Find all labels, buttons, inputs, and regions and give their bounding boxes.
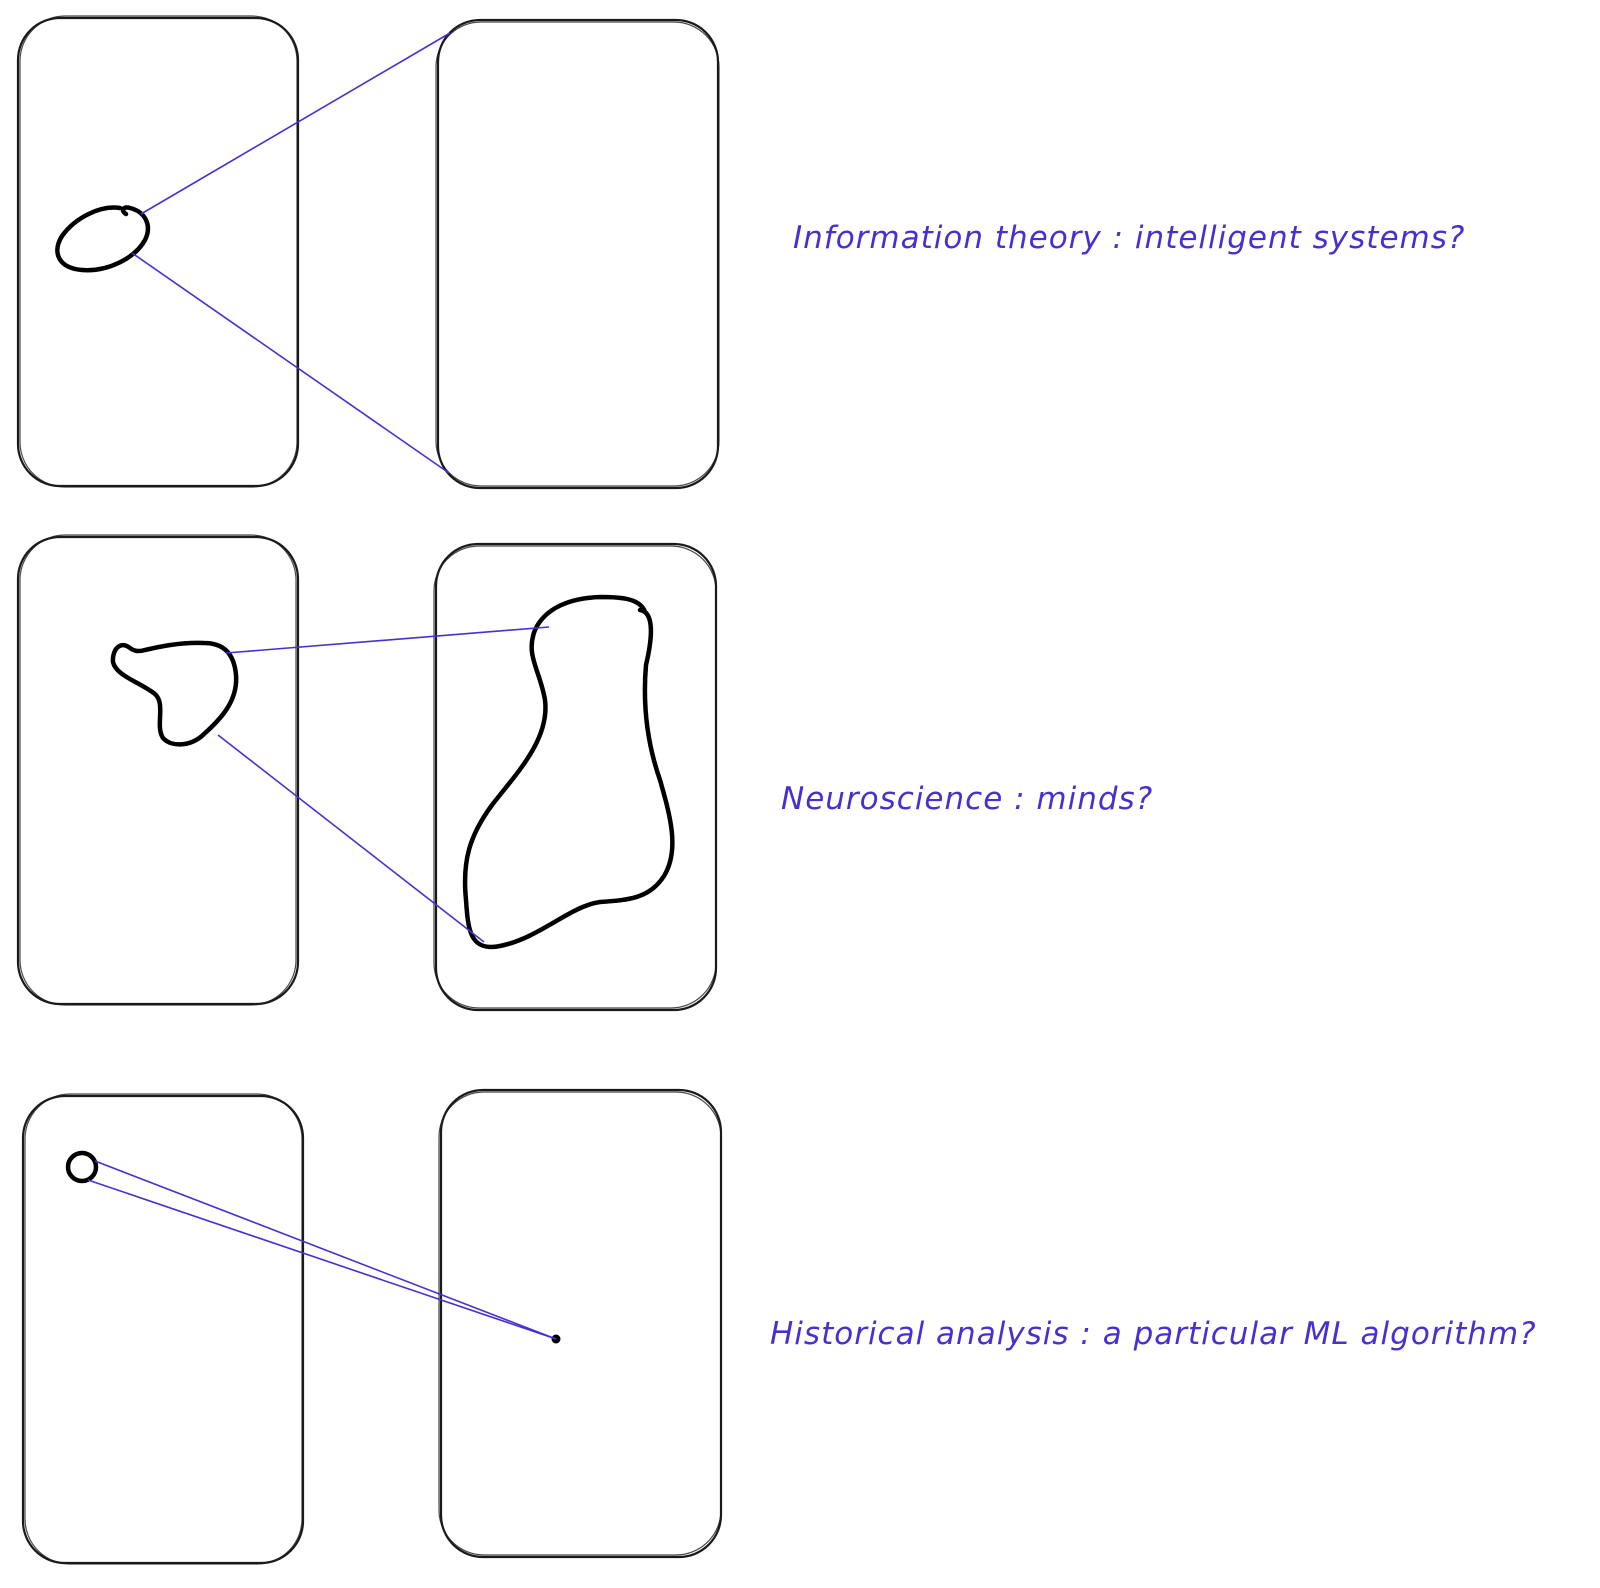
- subset-blob: [55, 205, 151, 273]
- source-panel: [21, 1093, 305, 1565]
- row-label: Historical analysis : a particular ML al…: [770, 1316, 1537, 1352]
- row-label: Information theory : intelligent systems…: [793, 220, 1465, 256]
- target-panel: [435, 18, 720, 490]
- connector-line-top: [225, 626, 550, 654]
- target-panel: [438, 1088, 723, 1559]
- source-panel: [16, 15, 300, 488]
- source-panel: [16, 534, 300, 1006]
- connector-line-top: [94, 1160, 557, 1340]
- connector-line-bottom: [131, 252, 450, 474]
- row-information-theory: Information theory : intelligent systems…: [16, 15, 1465, 490]
- connector-line-top: [140, 32, 451, 215]
- row-label: Neuroscience : minds?: [781, 781, 1153, 817]
- connector-line-bottom: [217, 734, 485, 943]
- region-blob: [462, 594, 675, 950]
- subset-blob: [110, 640, 239, 747]
- target-panel: [433, 542, 718, 1012]
- row-neuroscience: Neuroscience : minds?: [16, 534, 1153, 1012]
- connector-line-bottom: [87, 1179, 557, 1340]
- subset-circle: [65, 1150, 99, 1184]
- row-historical-analysis: Historical analysis : a particular ML al…: [21, 1088, 1537, 1565]
